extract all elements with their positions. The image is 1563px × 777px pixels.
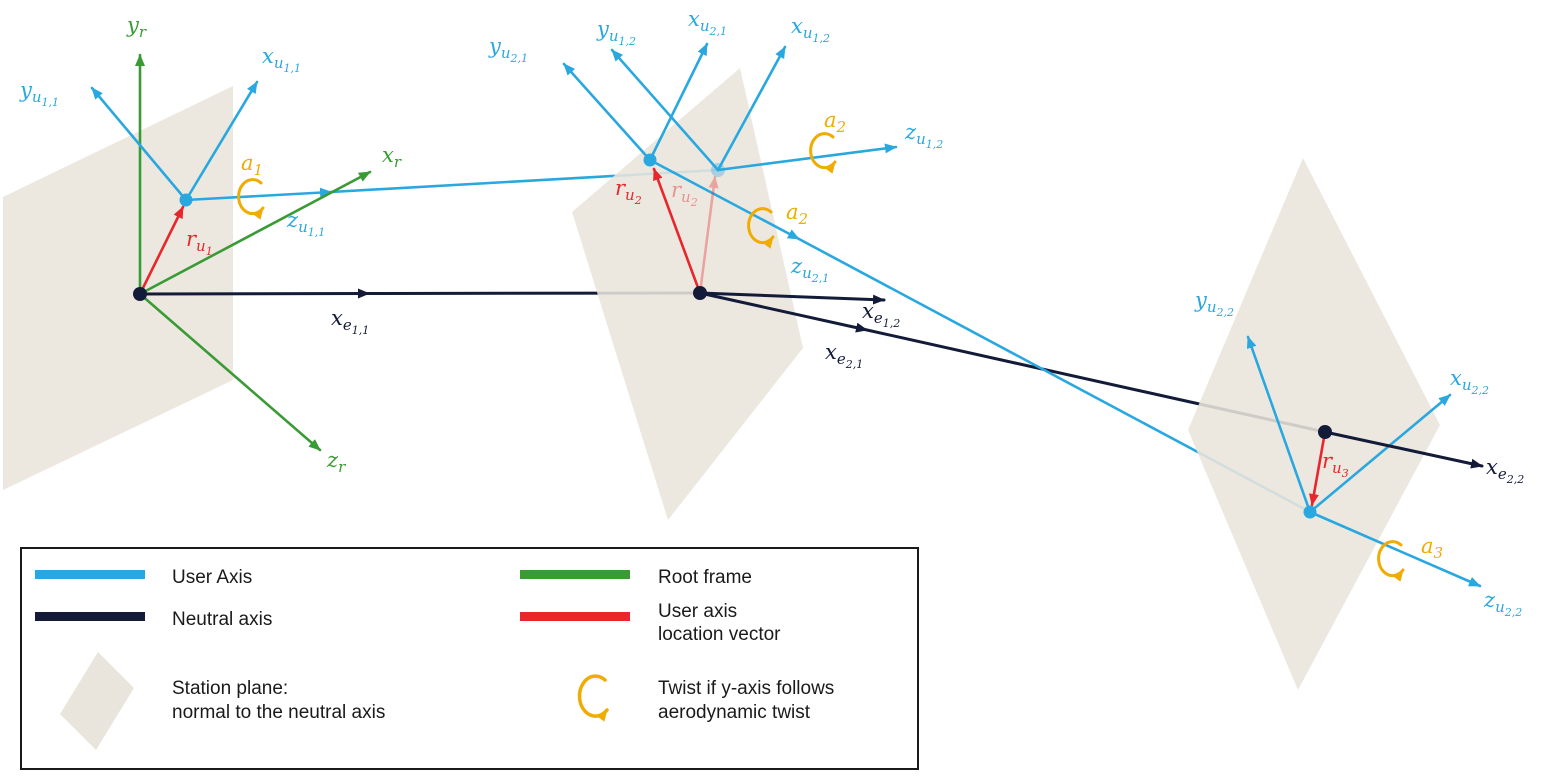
label-a-2-upper: a2: [824, 108, 846, 136]
label-x-e11: xe1,1: [331, 306, 369, 337]
label-y-u22: yu2,2: [1194, 288, 1234, 319]
label-z-u21: zu2,1: [790, 254, 829, 285]
legend-location-vector-label-line2: location vector: [658, 624, 781, 645]
label-x-u21: xu2,1: [688, 7, 727, 38]
label-x-u11: xu1,1: [262, 44, 301, 75]
label-z-r: zr: [326, 448, 346, 476]
u11-point: [179, 193, 193, 207]
ru3-location-vector: [1309, 430, 1327, 507]
neutral-station-2-point: [693, 286, 707, 300]
legend-station-plane-label-line1: Station plane:: [172, 678, 288, 699]
root-x-axis-arrow: [138, 170, 372, 296]
twist-arrow-a1: [237, 178, 265, 220]
neutral-station-3-point: [1318, 425, 1332, 439]
legend-root-frame-label: Root frame: [658, 567, 752, 588]
u12-y-axis-arrow: [610, 48, 720, 172]
u12-x-axis-arrow: [716, 45, 787, 172]
u12-faded-point: [711, 163, 725, 177]
neutral-axis-element-1-line: [138, 288, 702, 299]
twist-arrow-a3: [1377, 540, 1405, 582]
legend-location-vector-label-line1: User axis: [658, 601, 737, 622]
neutral-axis-element-2-line: [698, 291, 1327, 434]
label-x-u12: xu1,2: [791, 14, 830, 45]
u22-y-axis-arrow: [1246, 335, 1312, 514]
u22-point: [1303, 505, 1317, 519]
twist-arrow-a2-lower: [747, 207, 775, 249]
legend-root-frame-swatch: [520, 570, 630, 579]
u12-faded-group: [698, 163, 725, 295]
label-x-e22: xe2,2: [1486, 455, 1524, 486]
legend: User Axis Neutral axis Root frame User a…: [20, 547, 919, 770]
label-z-u22: zu2,2: [1483, 588, 1522, 619]
u11-y-axis-arrow: [90, 86, 188, 202]
root-z-axis-arrow: [138, 292, 322, 452]
user-axis-element-2-line: [648, 158, 1312, 514]
label-x-u22: xu2,2: [1450, 366, 1489, 397]
legend-neutral-axis-label: Neutral axis: [172, 609, 272, 630]
label-r-u2: ru2: [615, 176, 642, 207]
station-plane-1: [3, 86, 233, 490]
label-x-e21: xe2,1: [825, 340, 863, 371]
u21-x-axis-arrow: [648, 42, 709, 162]
legend-neutral-axis-swatch: [35, 612, 145, 621]
root-origin-point: [133, 287, 147, 301]
u21-y-axis-arrow: [562, 62, 652, 162]
legend-user-axis-label: User Axis: [172, 567, 252, 588]
label-r-u3: ru3: [1322, 449, 1349, 480]
label-y-u21: yu2,1: [488, 34, 528, 65]
ru2-faded-location-vector: [698, 175, 719, 295]
legend-location-vector-swatch: [520, 612, 630, 621]
label-y-r: yr: [126, 13, 147, 41]
station-plane-3: [1188, 158, 1440, 690]
label-r-u1: ru1: [186, 227, 213, 258]
label-r-u2-faded: ru2: [671, 178, 698, 209]
station-plane-2: [572, 68, 803, 520]
ru1-location-vector: [138, 205, 185, 296]
ru2-location-vector: [652, 167, 702, 295]
u21-point: [643, 153, 657, 167]
label-z-u12: zu1,2: [904, 120, 943, 151]
legend-station-plane-label-line2: normal to the neutral axis: [172, 702, 385, 723]
legend-twist-label-line2: aerodynamic twist: [658, 702, 811, 723]
legend-user-axis-swatch: [35, 570, 145, 579]
label-y-u11: yu1,1: [19, 78, 59, 109]
legend-twist-label-line1: Twist if y-axis follows: [658, 678, 834, 699]
legend-twist-arrow-swatch: [577, 674, 609, 722]
u22-x-axis-arrow: [1308, 393, 1452, 514]
xe22-arrow: [1323, 430, 1484, 469]
label-x-e12: xe1,2: [862, 299, 900, 330]
twist-arrow-a2-upper: [809, 132, 837, 174]
label-a-1: a1: [241, 151, 263, 179]
legend-station-plane-swatch: [60, 652, 134, 750]
u11-x-axis-arrow: [184, 80, 259, 202]
label-y-u12: yu1,2: [596, 17, 636, 48]
label-z-u11: zu1,1: [286, 208, 325, 239]
u12-z-axis-arrow: [716, 143, 898, 172]
label-x-r: xr: [382, 143, 402, 171]
label-a-2-lower: a2: [786, 200, 808, 228]
xe12-arrow: [698, 291, 886, 305]
label-a-3: a3: [1421, 534, 1443, 562]
u22-z-axis-arrow: [1308, 510, 1482, 588]
legend-border: [20, 547, 919, 770]
